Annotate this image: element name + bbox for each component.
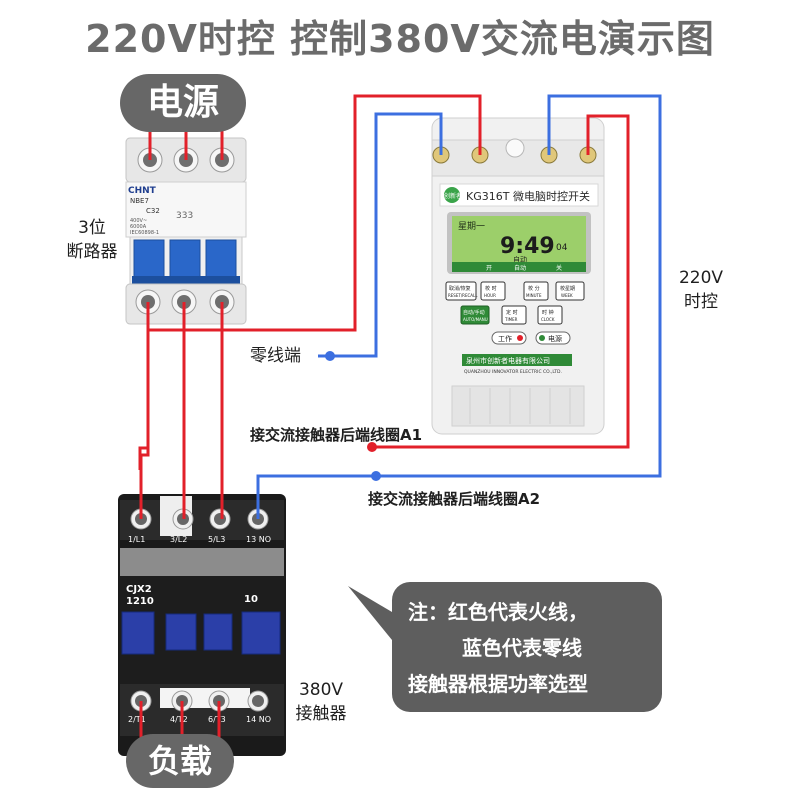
timer-lcd-open: 开 bbox=[486, 265, 492, 272]
breaker-caption-line1: 3位 bbox=[78, 218, 106, 238]
contactor-device: 1/L1 3/L2 5/L3 13 NO CJX2 1210 10 bbox=[118, 494, 286, 756]
timer-button-hour: 校 时 HOUR bbox=[480, 281, 506, 301]
legend-note: 注：红色代表火线， 蓝色代表零线 接触器根据功率选型 bbox=[392, 582, 662, 712]
load-label: 负载 bbox=[126, 734, 234, 788]
timer-lcd-auto: 自动 bbox=[514, 264, 526, 272]
timer-button-reset: 取消/恢复 RESET/RECALL bbox=[445, 281, 478, 301]
svg-text:时 钟: 时 钟 bbox=[542, 309, 554, 316]
contactor-terminal-bottom-3: 6/T3 bbox=[208, 715, 226, 724]
breaker-spec-2: 6000A bbox=[130, 224, 147, 230]
svg-text:校 时: 校 时 bbox=[485, 285, 497, 292]
note-line-3: 接触器根据功率选型 bbox=[408, 672, 588, 696]
contactor-terminal-top-2: 3/L2 bbox=[170, 535, 187, 544]
contactor-terminal-bottom-1: 2/T1 bbox=[128, 715, 146, 724]
timer-indicator-work: 工作 bbox=[491, 331, 527, 345]
timer-lcd-mode: 自动 bbox=[513, 255, 527, 264]
timer-button-auto: 自动/手动 AUTO/MANU bbox=[460, 305, 490, 325]
svg-text:HOUR: HOUR bbox=[484, 293, 496, 298]
timer-button-clock: 时 钟 CLOCK bbox=[537, 305, 563, 325]
timer-top-screws bbox=[432, 138, 597, 164]
timer-brand: 创新者 bbox=[444, 192, 462, 200]
contactor-windows bbox=[121, 611, 281, 655]
breaker-handles bbox=[132, 239, 240, 284]
timer-lcd-time: 9:49 bbox=[500, 234, 555, 259]
timer-company-en: QUANZHOU INNOVATOR ELECTRIC CO.,LTD. bbox=[464, 369, 562, 375]
timer-lcd bbox=[452, 216, 586, 262]
contactor-caption: 380V 接触器 bbox=[288, 678, 354, 726]
note-line-2: 蓝色代表零线 bbox=[462, 636, 582, 660]
timer-lcd-day: 星期一 bbox=[458, 221, 485, 232]
contactor-terminal-bottom-2: 4/T2 bbox=[170, 715, 188, 724]
timer-caption-line2: 时控 bbox=[684, 292, 718, 312]
svg-text:AUTO/MANU: AUTO/MANU bbox=[463, 317, 488, 322]
contactor-caption-line2: 接触器 bbox=[295, 704, 347, 724]
timer-caption: 220V 时控 bbox=[676, 266, 726, 314]
svg-text:校 分: 校 分 bbox=[528, 285, 540, 292]
power-source-label: 电源 bbox=[120, 74, 246, 132]
live-wires bbox=[138, 94, 630, 745]
svg-text:RESET/RECALL: RESET/RECALL bbox=[448, 293, 478, 298]
neutral-wires bbox=[256, 94, 662, 519]
breaker-spec-3: IEC60898-1 bbox=[130, 230, 159, 236]
svg-text:WEEK: WEEK bbox=[561, 293, 573, 298]
page-title: 220V时控 控制380V交流电演示图 bbox=[85, 17, 715, 61]
timer-device: 创新者 KG316T 微电脑时控开关 星期一 9:49 04 自动 开 自动 关… bbox=[431, 117, 605, 435]
svg-text:取消/恢复: 取消/恢复 bbox=[449, 285, 471, 292]
contactor-caption-line1: 380V bbox=[298, 680, 344, 700]
svg-text:电源: 电源 bbox=[548, 334, 562, 343]
contactor-terminal-top-1: 1/L1 bbox=[128, 535, 145, 544]
timer-lcd-seconds: 04 bbox=[556, 243, 568, 253]
note-line-1: 注：红色代表火线， bbox=[408, 600, 588, 624]
svg-text:CLOCK: CLOCK bbox=[541, 317, 555, 322]
svg-text:MINUTE: MINUTE bbox=[526, 293, 542, 298]
breaker-brand: CHNT bbox=[128, 186, 157, 196]
breaker-pole-marks: 333 bbox=[176, 211, 193, 221]
a1-wire-label: 接交流接触器后端线圈A1 bbox=[250, 426, 423, 444]
breaker-device: CHNT NBE7 C32 400V~ 6000A IEC60898-1 333 bbox=[125, 137, 247, 325]
contactor-model-2: 1210 bbox=[126, 596, 154, 607]
timer-button-week: 校星期 WEEK bbox=[555, 281, 585, 301]
contactor-terminal-top-3: 5/L3 bbox=[208, 535, 225, 544]
svg-text:定 时: 定 时 bbox=[506, 309, 518, 316]
contactor-aux: 10 bbox=[244, 594, 258, 605]
timer-caption-line1: 220V bbox=[678, 268, 724, 288]
timer-button-timer: 定 时 TIMER bbox=[501, 305, 527, 325]
timer-company: 泉州市创新者电器有限公司 bbox=[466, 356, 550, 365]
wire-dots bbox=[325, 351, 381, 481]
svg-text:校星期: 校星期 bbox=[560, 285, 575, 292]
contactor-model-1: CJX2 bbox=[126, 584, 152, 595]
contactor-terminal-top-4: 13 NO bbox=[246, 535, 271, 544]
timer-model: KG316T 微电脑时控开关 bbox=[466, 189, 590, 203]
svg-text:TIMER: TIMER bbox=[504, 317, 518, 322]
breaker-spec-1: 400V~ bbox=[130, 218, 147, 224]
breaker-caption: 3位 断路器 bbox=[62, 216, 122, 264]
breaker-rating: C32 bbox=[146, 207, 160, 215]
breaker-caption-line2: 断路器 bbox=[66, 242, 118, 262]
svg-text:自动/手动: 自动/手动 bbox=[463, 309, 485, 316]
timer-indicator-power: 电源 bbox=[535, 331, 571, 345]
note-pointer bbox=[348, 586, 392, 640]
svg-text:工作: 工作 bbox=[498, 334, 512, 343]
a2-wire-label: 接交流接触器后端线圈A2 bbox=[368, 490, 541, 508]
timer-lcd-close: 关 bbox=[556, 264, 562, 272]
neutral-label: 零线端 bbox=[250, 346, 301, 366]
timer-button-minute: 校 分 MINUTE bbox=[523, 281, 549, 301]
contactor-terminal-bottom-4: 14 NO bbox=[246, 715, 271, 724]
breaker-model: NBE7 bbox=[130, 197, 149, 205]
